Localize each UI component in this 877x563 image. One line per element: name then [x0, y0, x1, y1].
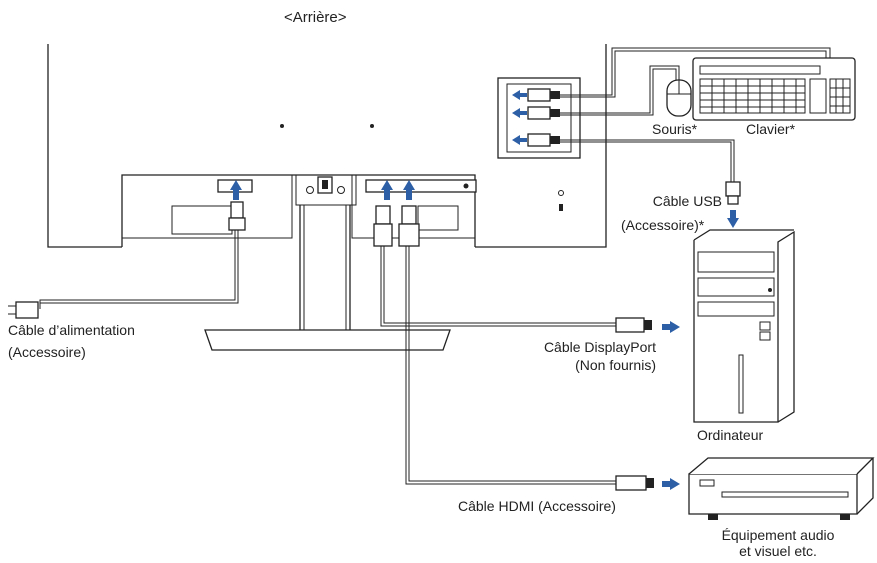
av-equipment-label-line1: Équipement audio	[721, 527, 835, 543]
usb-cable-label-line2: (Accessoire)*	[621, 217, 705, 233]
usb-hub-panel	[497, 77, 581, 159]
displayport-cable-label-line1: Câble DisplayPort	[543, 339, 656, 355]
computer-tower	[693, 229, 795, 423]
keyboard	[692, 57, 856, 121]
computer-label: Ordinateur	[697, 427, 764, 443]
monitor-stand	[204, 175, 451, 351]
power-cable-label-line2: (Accessoire)	[8, 344, 86, 360]
power-cable	[8, 180, 246, 319]
keyboard-label: Clavier*	[746, 121, 796, 137]
usb-cable-label-line1: Câble USB	[652, 193, 722, 209]
hdmi-cable-label: Câble HDMI (Accessoire)	[458, 498, 616, 514]
av-equipment	[688, 457, 875, 520]
power-cable-label-line1: Câble d’alimentation	[8, 322, 135, 338]
mouse-label: Souris*	[652, 121, 698, 137]
direction-arrows	[662, 210, 739, 490]
hdmi-cable	[398, 180, 654, 491]
diagram-title: <Arrière>	[284, 9, 347, 26]
mouse	[666, 79, 692, 117]
displayport-cable-label-line2: (Non fournis)	[575, 357, 656, 373]
av-equipment-label-line2: et visuel etc.	[739, 543, 817, 559]
usb-cable-label: Câble USB	[640, 193, 722, 210]
usb-cables	[560, 47, 831, 205]
displayport-cable	[373, 180, 652, 333]
